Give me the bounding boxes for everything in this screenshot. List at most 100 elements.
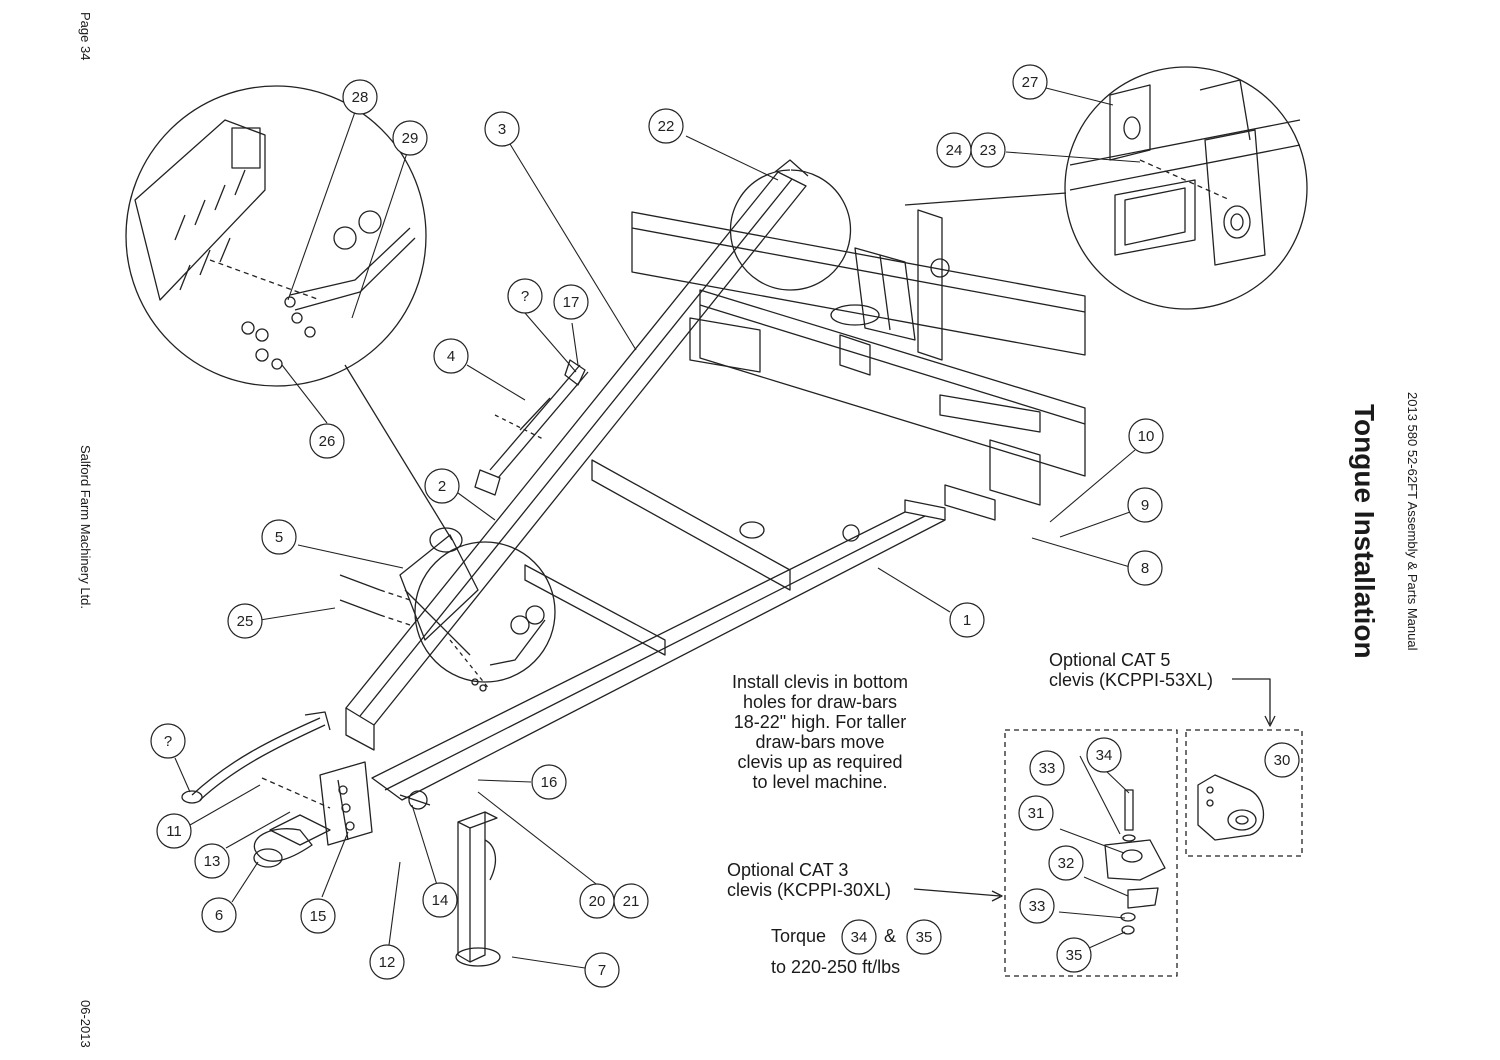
svg-text:16: 16 <box>541 774 558 791</box>
safety-chain <box>181 711 331 809</box>
svg-text:6: 6 <box>215 907 223 924</box>
detail-view-holder-small <box>414 541 556 692</box>
svg-text:3: 3 <box>498 121 506 138</box>
callout-28: 28 <box>342 79 378 115</box>
callout-33-bottom: 33 <box>1019 888 1055 924</box>
callout-35-torque: 35 <box>906 919 942 955</box>
callout-23: 23 <box>970 132 1006 168</box>
svg-text:23: 23 <box>980 142 997 159</box>
callout-21: 21 <box>613 883 649 919</box>
svg-text:27: 27 <box>1022 74 1039 91</box>
svg-text:12: 12 <box>379 954 396 971</box>
svg-text:17: 17 <box>563 294 580 311</box>
callout-35-box: 35 <box>1056 937 1092 973</box>
callout-16: 16 <box>531 764 567 800</box>
svg-text:32: 32 <box>1058 855 1075 872</box>
callout-9: 9 <box>1127 487 1163 523</box>
svg-text:1: 1 <box>963 612 971 629</box>
rear-frame <box>631 211 1086 521</box>
svg-text:20: 20 <box>589 893 606 910</box>
svg-text:30: 30 <box>1274 752 1291 769</box>
callout-1: 1 <box>949 602 985 638</box>
svg-text:33: 33 <box>1029 898 1046 915</box>
torque-prefix: Torque <box>771 926 827 946</box>
cat5-clevis-box <box>1185 729 1303 857</box>
svg-text:21: 21 <box>623 893 640 910</box>
callout-14: 14 <box>422 882 458 918</box>
svg-text:35: 35 <box>1066 947 1083 964</box>
svg-text:28: 28 <box>352 89 369 106</box>
hydraulic-cylinder <box>830 209 950 376</box>
callout-7: 7 <box>584 952 620 988</box>
svg-text:22: 22 <box>658 118 675 135</box>
svg-text:?: ? <box>164 733 172 750</box>
svg-text:31: 31 <box>1028 805 1045 822</box>
cat5-arrow <box>1264 715 1276 727</box>
svg-text:?: ? <box>521 288 529 305</box>
callout-30: 30 <box>1264 742 1300 778</box>
callout-10: 10 <box>1128 418 1164 454</box>
leader-lines <box>174 87 1141 969</box>
svg-text:34: 34 <box>1096 747 1113 764</box>
cat3-note: Optional CAT 3 clevis (KCPPI-30XL) <box>727 860 892 900</box>
svg-text:33: 33 <box>1039 760 1056 777</box>
hitch-assembly <box>253 761 431 868</box>
cat5-leader <box>1232 678 1271 724</box>
svg-text:9: 9 <box>1141 497 1149 514</box>
callout-2: 2 <box>424 468 460 504</box>
callout-25: 25 <box>227 603 263 639</box>
callout-6: 6 <box>201 897 237 933</box>
callout-24: 24 <box>936 132 972 168</box>
detail-view-lock-pin <box>1064 66 1308 310</box>
callout-31: 31 <box>1018 795 1054 831</box>
detail-connector <box>904 192 1067 206</box>
tongue-beam-left <box>345 159 809 751</box>
detail-view-storage-bracket <box>125 85 427 387</box>
svg-text:2: 2 <box>438 478 446 495</box>
callout-34-box: 34 <box>1086 737 1122 773</box>
callout-4: 4 <box>433 338 469 374</box>
svg-text:5: 5 <box>275 529 283 546</box>
callout-26: 26 <box>309 423 345 459</box>
callout-unknown-turnbuckle: ? <box>507 278 543 314</box>
svg-text:24: 24 <box>946 142 963 159</box>
callout-3: 3 <box>484 111 520 147</box>
callout-17: 17 <box>553 284 589 320</box>
cross-members <box>524 459 860 656</box>
svg-text:7: 7 <box>598 962 606 979</box>
torque-amp: & <box>884 926 897 946</box>
svg-text:13: 13 <box>204 853 221 870</box>
cat5-note: Optional CAT 5 clevis (KCPPI-53XL) <box>1049 650 1214 690</box>
svg-text:8: 8 <box>1141 560 1149 577</box>
callout-unknown-chain: ? <box>150 723 186 759</box>
clevis-install-note: Install clevis in bottom holes for draw-… <box>731 672 909 792</box>
cat3-leader <box>913 888 1001 897</box>
callout-22: 22 <box>648 108 684 144</box>
svg-text:25: 25 <box>237 613 254 630</box>
callout-13: 13 <box>194 843 230 879</box>
callout-15: 15 <box>300 898 336 934</box>
svg-text:4: 4 <box>447 348 455 365</box>
svg-text:11: 11 <box>166 823 182 840</box>
svg-text:29: 29 <box>402 130 419 147</box>
callout-34-torque: 34 <box>841 919 877 955</box>
turnbuckle <box>474 359 589 496</box>
svg-text:10: 10 <box>1138 428 1155 445</box>
svg-text:15: 15 <box>310 908 327 925</box>
callout-20: 20 <box>579 883 615 919</box>
callout-32: 32 <box>1048 845 1084 881</box>
svg-text:35: 35 <box>916 929 933 946</box>
svg-text:14: 14 <box>432 892 449 909</box>
callout-27: 27 <box>1012 64 1048 100</box>
callout-11: 11 <box>156 813 192 849</box>
detail-connector-2 <box>344 364 453 541</box>
callout-29: 29 <box>392 120 428 156</box>
detail-ref-circle <box>729 169 852 291</box>
svg-text:34: 34 <box>851 929 868 946</box>
callout-5: 5 <box>261 519 297 555</box>
callout-12: 12 <box>369 944 405 980</box>
cat3-clevis-box <box>1004 729 1178 977</box>
torque-value: to 220-250 ft/lbs <box>771 957 901 977</box>
cat3-arrow <box>991 890 1003 902</box>
